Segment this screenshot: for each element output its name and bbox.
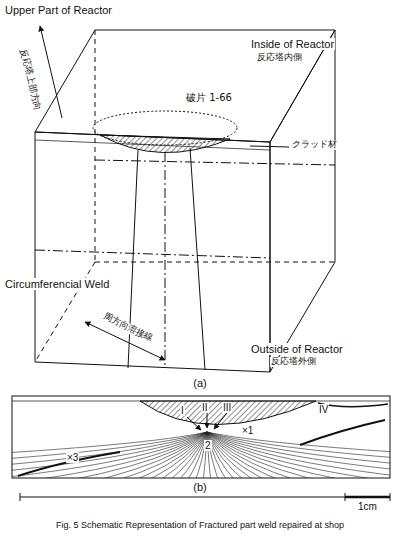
figure-label: ×3: [66, 452, 79, 463]
figure-label: 反応塔上部方向: [17, 47, 42, 112]
figure-label: Upper Part of Reactor: [4, 4, 113, 16]
figure-label: I: [180, 405, 185, 416]
figure-label: 破片 1-66: [185, 92, 233, 103]
figure-label: 反応塔内側: [256, 53, 303, 63]
river-line: [125, 432, 207, 478]
river-line: [42, 432, 207, 478]
river-line: [207, 432, 390, 469]
figure-label: 反応塔外側: [270, 357, 317, 367]
figure-label: (b): [192, 481, 207, 493]
river-line: [171, 432, 207, 478]
river-line: [195, 432, 207, 478]
scale-bar: [20, 493, 390, 501]
direction-arrows: [40, 26, 289, 360]
river-line: [61, 432, 207, 478]
figure-label: Outside of Reactor: [250, 343, 344, 355]
river-line: [148, 432, 207, 478]
block-sketch: [35, 30, 335, 372]
river-line: [12, 432, 207, 456]
river-line: [207, 432, 332, 478]
fracture-surface: [0, 396, 400, 522]
figure-caption: Fig. 5 Schematic Representation of Fract…: [56, 520, 344, 530]
figure-label: 2: [204, 440, 212, 451]
figure-label: Inside of Reactor: [250, 38, 335, 50]
figure-label: Circumferencial Weld: [4, 278, 110, 290]
fracture-crescent: [93, 111, 237, 370]
figure-label: II: [201, 402, 209, 413]
figure-label: クラッド材: [291, 140, 338, 150]
figure-label: III: [222, 402, 232, 413]
figure-label: IV: [318, 404, 329, 415]
figure-label: (a): [192, 377, 207, 389]
river-line: [207, 432, 390, 456]
river-line: [12, 432, 207, 469]
river-line: [12, 432, 207, 475]
figure-label: ×1: [241, 425, 254, 436]
river-line: [103, 432, 207, 478]
figure-label: 1cm: [357, 501, 378, 512]
figure-label: 周方向溶接線: [101, 312, 156, 345]
